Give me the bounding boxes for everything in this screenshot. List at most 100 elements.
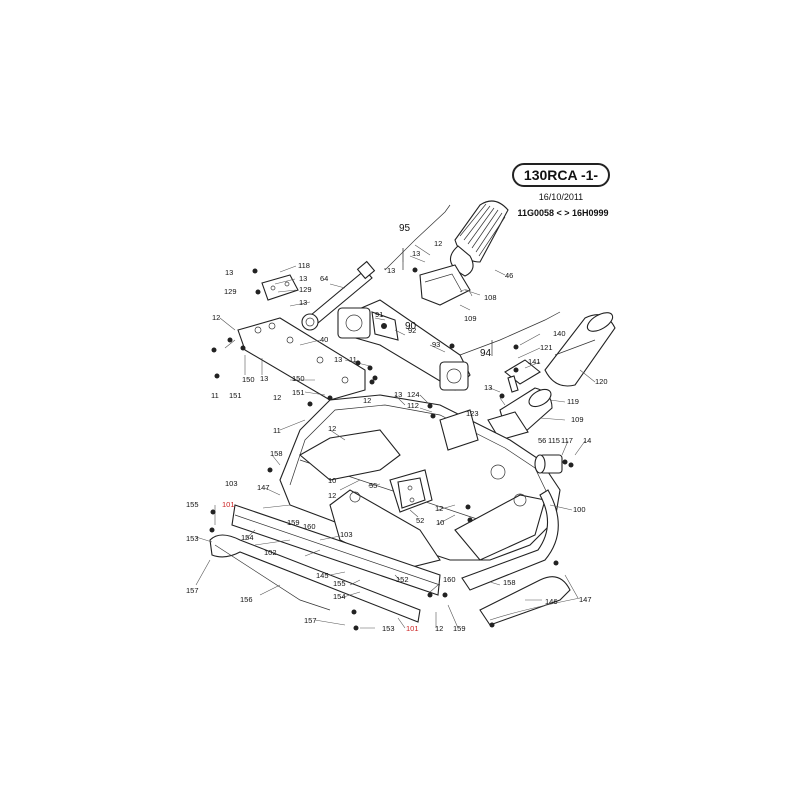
label-14: 14 [583,436,591,445]
label-102: 102 [264,548,277,557]
label-160: 160 [443,575,456,584]
label-94: 94 [480,348,492,359]
label-11: 11 [211,391,219,400]
deck-skirt [461,489,559,591]
label-13: 13 [387,266,395,275]
label-13: 13 [412,249,420,258]
label-112: 112 [407,401,419,410]
label-93: 93 [432,340,440,349]
label-153: 153 [382,624,395,633]
label-11: 11 [349,355,357,364]
label-108: 108 [484,293,497,302]
label-46: 46 [505,271,513,280]
label-157: 157 [186,586,199,595]
label-150: 150 [242,375,255,384]
label-156: 156 [240,595,253,604]
model-title-badge: 130RCA -1- [512,163,610,187]
label-101: 101 [222,500,235,509]
chute-elbow-119 [487,387,553,441]
bracket-plate-40 [237,317,366,401]
label-109: 109 [464,314,477,323]
label-150: 150 [292,374,305,383]
label-109: 109 [571,415,584,424]
label-147: 147 [257,483,270,492]
label-12: 12 [212,313,220,322]
label-95: 95 [399,223,411,234]
label-158: 158 [270,449,283,458]
label-12: 12 [273,393,281,402]
chute-hose-46 [449,200,509,277]
label-121: 121 [540,343,553,352]
label-13: 13 [334,355,342,364]
label-100: 100 [573,505,586,514]
label-10: 10 [328,476,336,485]
label-140: 140 [553,329,566,338]
label-129: 129 [299,285,312,294]
label-64: 64 [320,274,328,283]
bracket-141 [504,359,541,393]
fasteners [209,267,574,631]
leader-lines [195,244,596,629]
label-159: 159 [287,518,300,527]
label-119: 119 [567,397,579,406]
label-12: 12 [434,239,442,248]
label-12: 12 [328,491,336,500]
label-153: 153 [186,534,199,543]
gearbox-90 [337,299,471,391]
label-154: 154 [241,533,254,542]
label-101: 101 [406,624,419,633]
label-10: 10 [436,518,444,527]
label-120: 120 [595,377,608,386]
discharge-chute-120 [544,312,616,387]
label-118: 118 [298,261,310,270]
model-title: 130RCA -1- [523,167,599,183]
label-145: 145 [316,571,329,580]
label-147: 147 [579,595,592,604]
label-155: 155 [333,579,346,588]
label-56: 56 [538,436,546,445]
label-91: 91 [375,310,383,319]
label-12: 12 [363,396,371,405]
label-12: 12 [435,624,443,633]
label-13: 13 [394,390,402,399]
bracket-55 [397,477,426,509]
label-40: 40 [320,335,328,344]
label-158: 158 [503,578,516,587]
label-129: 129 [224,287,237,296]
label-90: 90 [405,321,417,332]
label-155: 155 [186,500,199,509]
label-13: 13 [225,268,233,277]
label-146: 146 [545,597,558,606]
label-103: 103 [340,530,353,539]
label-141: 141 [528,357,541,366]
label-13: 13 [260,374,268,383]
label-160: 160 [303,522,316,531]
label-13: 13 [299,274,307,283]
label-13: 13 [299,298,307,307]
label-92: 92 [408,326,416,335]
label-52: 52 [416,516,424,525]
label-154: 154 [333,592,346,601]
chute-adapter-108 [419,264,473,306]
label-123: 123 [466,409,479,418]
label-159: 159 [453,624,466,633]
label-117: 117 [561,436,573,445]
cylinder-56 [534,454,563,474]
side-bar-146 [479,576,571,626]
label-12: 12 [328,424,336,433]
label-12: 12 [435,504,443,513]
label-11: 11 [273,426,281,435]
plate-118 [261,274,299,301]
part-labels: 95 90 94 13 12 13 46 108 109 118 13 13 1… [186,223,608,633]
label-124: 124 [407,390,420,399]
label-157: 157 [304,616,317,625]
front-strip-102 [231,504,441,596]
label-152: 152 [396,575,409,584]
label-115: 115 [548,436,560,445]
serial-range: 11G0058 < > 16H0999 [517,208,609,218]
bumper-bar-156 [209,534,421,623]
label-103: 103 [225,479,238,488]
diagram-date: 16/10/2011 [538,192,584,202]
